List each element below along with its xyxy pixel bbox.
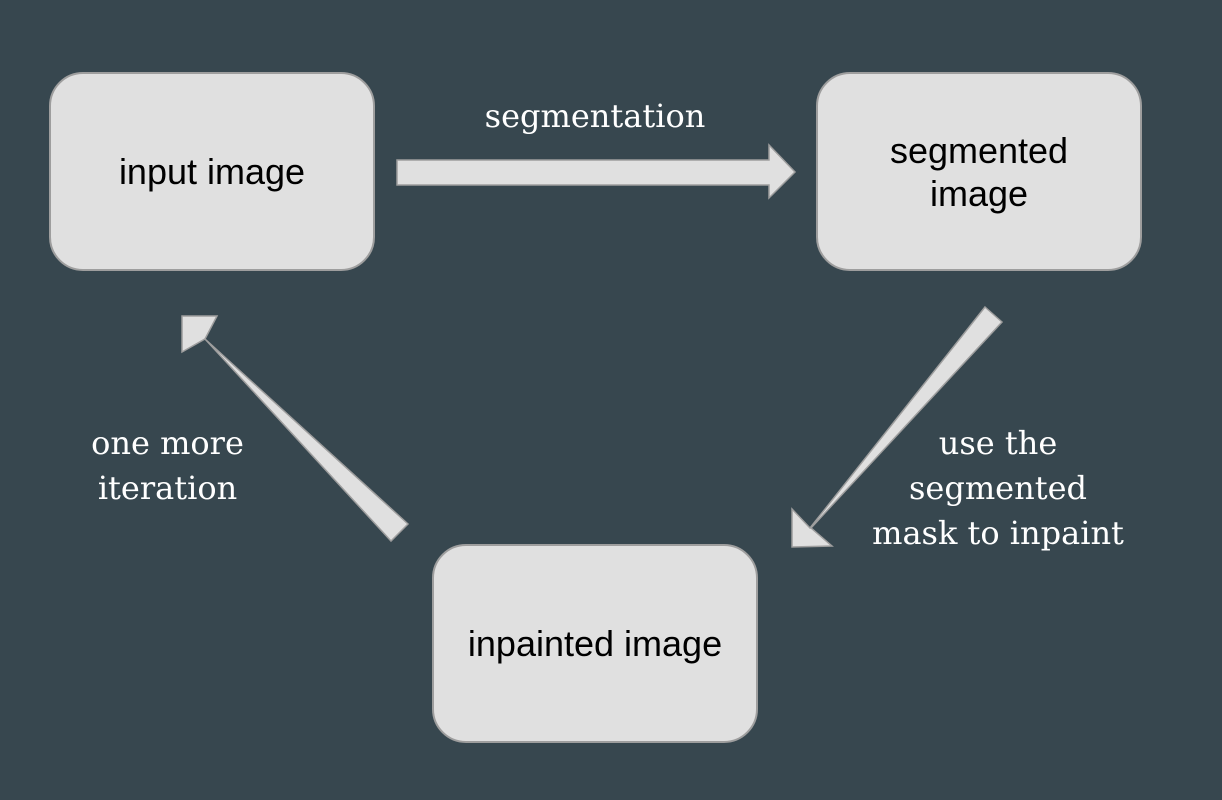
- node-segmented-image-label: segmented image: [890, 129, 1068, 215]
- arrow-inpaint: [791, 305, 1004, 548]
- edge-label-mask-line-3: mask to inpaint: [872, 514, 1124, 552]
- arrow-iteration: [181, 315, 410, 543]
- node-segmented-line-2: image: [929, 172, 1029, 214]
- node-segmented-line-1: segmented: [889, 129, 1069, 171]
- node-inpainted-image: inpainted image: [432, 544, 758, 743]
- edge-label-iteration-line-1: one more: [91, 424, 244, 462]
- edge-label-mask-line-1: use the: [938, 424, 1058, 462]
- edge-label-iteration: one more iteration: [45, 421, 290, 511]
- node-input-image-label: input image: [118, 151, 306, 192]
- edge-label-segmentation: segmentation: [484, 97, 706, 135]
- node-input-image: input image: [49, 72, 375, 271]
- edge-label-mask: use the segmented mask to inpaint: [848, 421, 1148, 556]
- edge-label-mask-line-2: segmented: [908, 469, 1087, 507]
- arrow-segmentation: [396, 143, 797, 200]
- edge-label-iteration-line-2: iteration: [97, 469, 238, 507]
- node-segmented-image: segmented image: [816, 72, 1142, 271]
- node-inpainted-image-label: inpainted image: [467, 623, 723, 664]
